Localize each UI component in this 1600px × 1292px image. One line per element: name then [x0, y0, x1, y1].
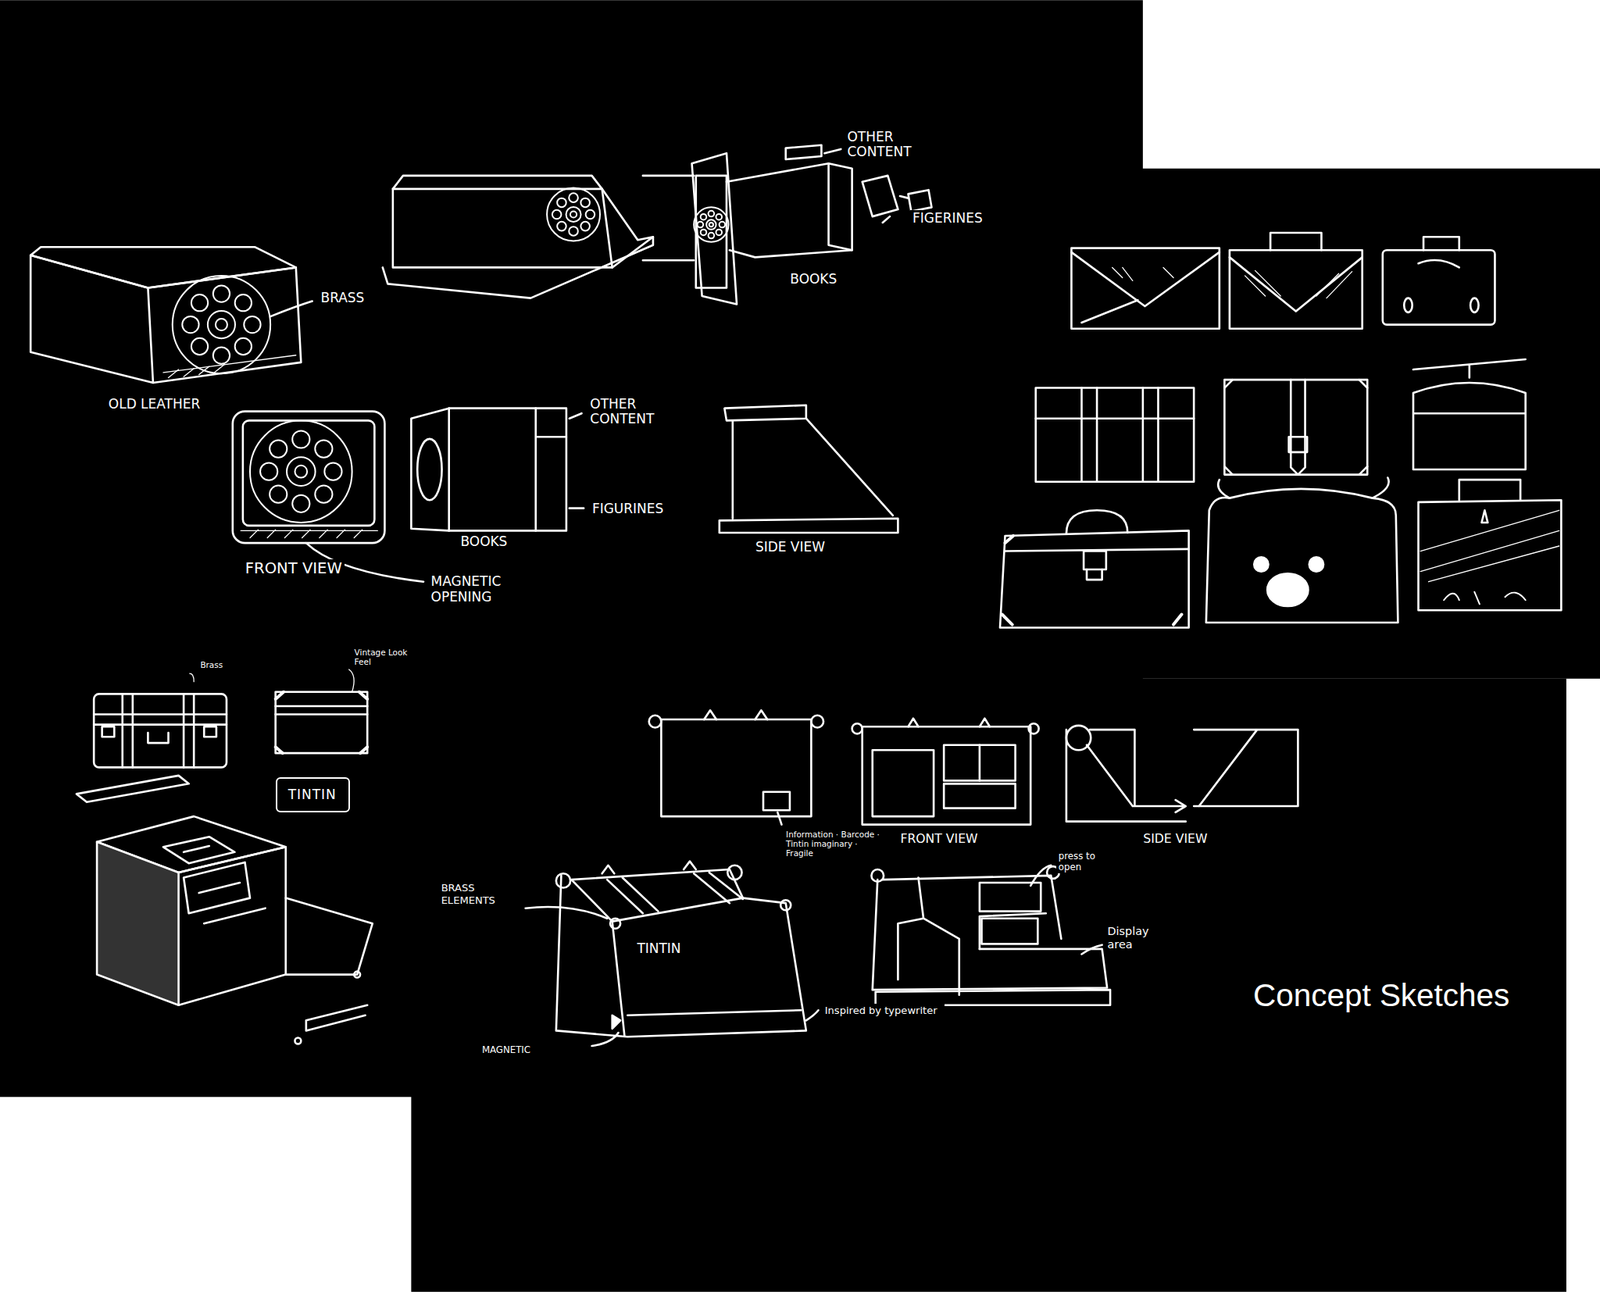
handwritten-label: BOOKS	[787, 271, 840, 289]
handwritten-label: SIDE VIEW	[753, 539, 828, 557]
handwritten-label: SIDE VIEW	[1140, 831, 1210, 847]
handwritten-label: Inspired by typewriter	[822, 1003, 945, 1018]
handwritten-label: press to open	[1056, 850, 1118, 874]
handwritten-label: BOOKS	[457, 533, 510, 551]
handwritten-label: BRASS	[318, 289, 368, 308]
handwritten-label: BRASS ELEMENTS	[439, 881, 525, 907]
handwritten-label: FIGURINES	[589, 500, 666, 518]
handwritten-label: TINTIN	[634, 940, 683, 958]
handwritten-label: FRONT VIEW	[242, 559, 345, 579]
handwritten-label: OTHER CONTENT	[587, 396, 685, 429]
handwritten-label: Vintage Look Feel	[352, 646, 421, 668]
handwritten-label: MAGNETIC OPENING	[428, 573, 557, 606]
handwritten-label: Information · Barcode · Tintin imaginary…	[783, 828, 886, 859]
handwritten-label: FIGERINES	[910, 210, 986, 228]
handwritten-label: FRONT VIEW	[897, 831, 980, 847]
handwritten-label: OLD LEATHER	[106, 396, 204, 414]
caption: Concept Sketches	[1253, 977, 1510, 1015]
nameplate-text: TINTIN	[288, 786, 338, 803]
handwritten-label: OTHER CONTENT	[844, 128, 942, 161]
handwritten-label: Brass	[197, 659, 225, 671]
nameplate-box: TINTIN	[275, 777, 350, 813]
handwritten-label: Display area	[1105, 924, 1174, 952]
handwritten-label: MAGNETIC	[479, 1044, 533, 1058]
